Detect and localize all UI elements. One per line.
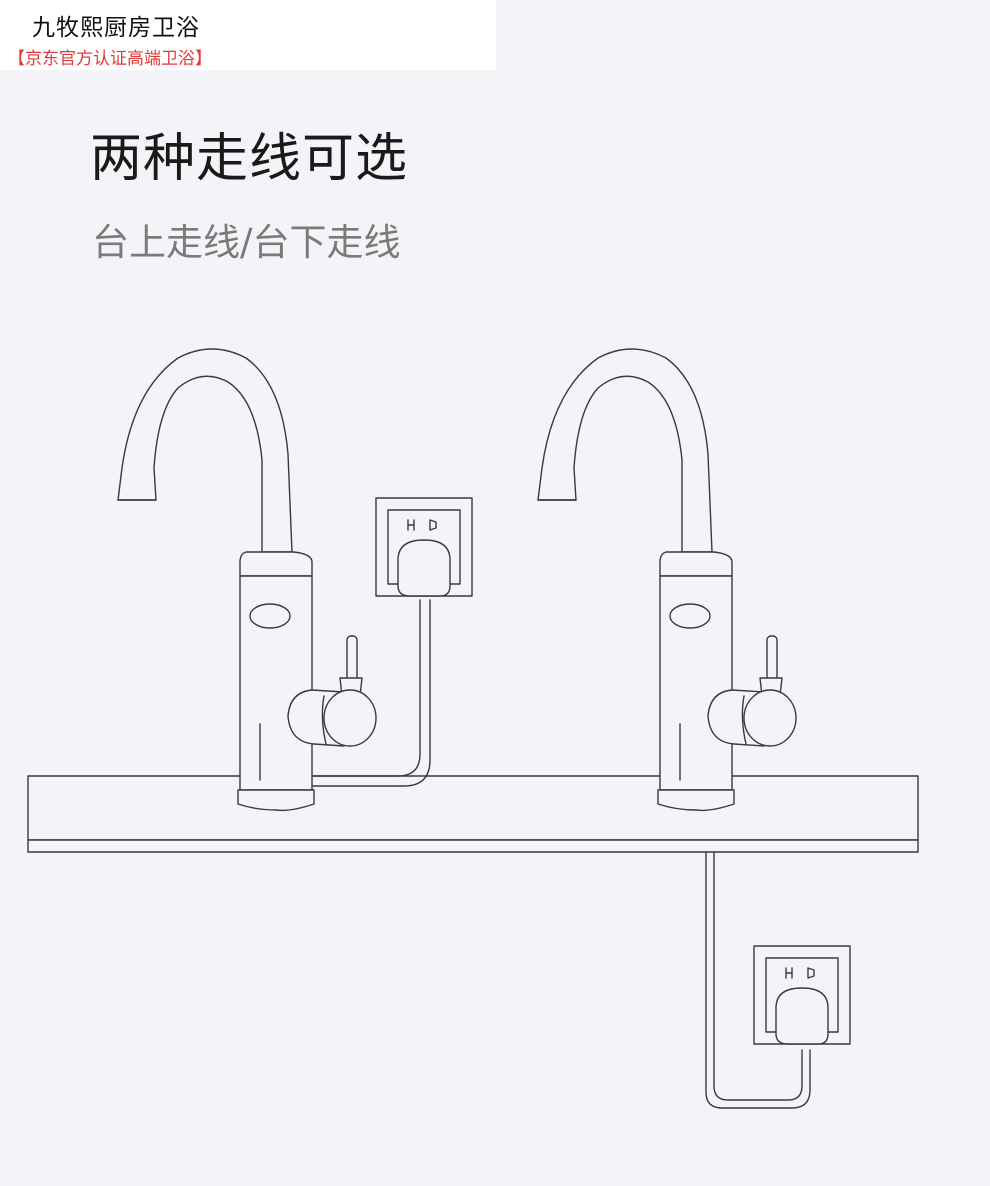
faucet-right [538, 349, 796, 810]
under-counter-cable [706, 852, 810, 1108]
page-title: 两种走线可选 [90, 129, 409, 189]
page-subtitle: 台上走线/台下走线 [92, 221, 401, 264]
store-badge: 【京东官方认证高端卫浴】 [8, 49, 212, 69]
socket-left [312, 498, 472, 786]
socket-right [754, 946, 850, 1044]
store-name[interactable]: 九牧熙厨房卫浴 [32, 15, 200, 41]
faucet-left [118, 349, 376, 810]
countertop [28, 776, 918, 852]
store-header: 九牧熙厨房卫浴 【京东官方认证高端卫浴】 [0, 0, 496, 70]
